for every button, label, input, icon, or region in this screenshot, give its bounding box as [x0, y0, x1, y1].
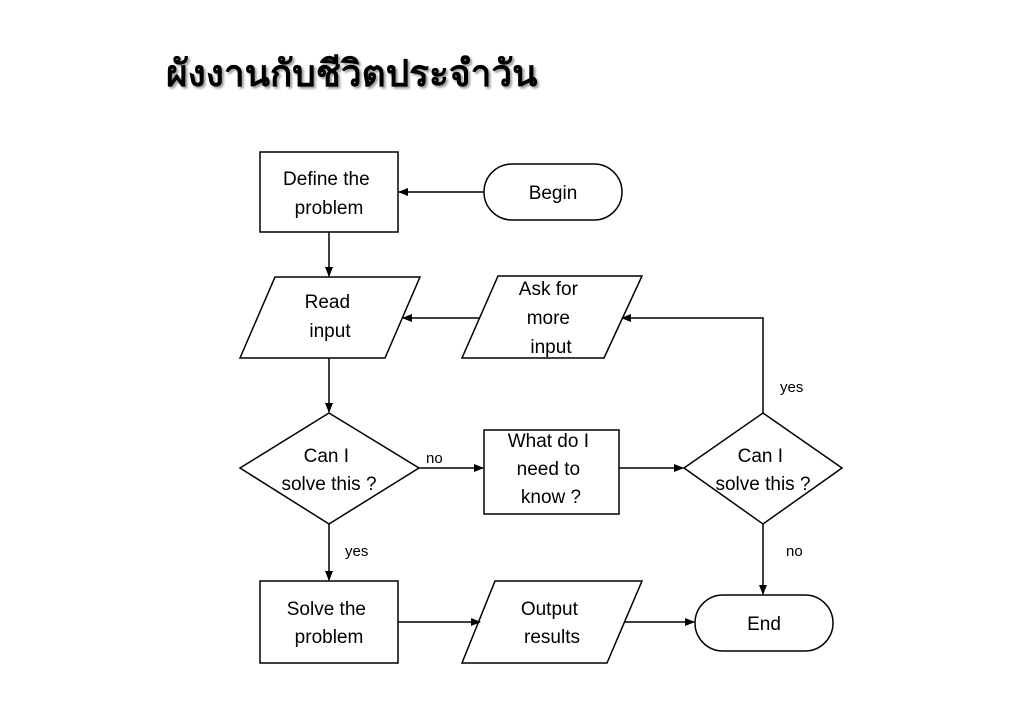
read-input-parallelogram: [238, 276, 422, 359]
ask-more-input-label: Ask for more input: [519, 279, 583, 358]
decision1-line-1: Can I: [304, 446, 349, 467]
read-line-1: Read: [305, 292, 350, 313]
read-input-label: Read input: [305, 292, 356, 342]
define-problem-box: [259, 151, 399, 233]
arrow-decision2-yes: [621, 314, 764, 413]
ask-line-2: more: [527, 308, 570, 329]
decision-2-label: Can I solve this ?: [715, 446, 810, 495]
know-line-3: know ?: [521, 487, 581, 508]
decision1-yes-label: yes: [345, 543, 368, 560]
what-do-i-need-box: [483, 429, 620, 515]
ask-more-input-parallelogram: [460, 275, 644, 359]
output-line-2: results: [524, 627, 580, 648]
output-results-parallelogram: [460, 580, 644, 664]
output-line-1: Output: [521, 599, 579, 620]
decision-1-diamond: [238, 412, 421, 525]
define-line-1: Define the: [283, 169, 370, 190]
end-label: End: [747, 614, 781, 635]
decision1-line-2: solve this ?: [281, 474, 376, 495]
decision2-yes-label: yes: [780, 379, 803, 396]
solve-line-1: Solve the: [287, 599, 366, 620]
decision2-line-1: Can I: [738, 446, 783, 467]
page-title: ผังงานกับชีวิตประจำวัน: [166, 51, 538, 95]
decision-1-label: Can I solve this ?: [281, 446, 376, 495]
know-line-1: What do I: [508, 431, 589, 452]
solve-line-2: problem: [295, 627, 364, 648]
solve-problem-label: Solve the problem: [287, 599, 372, 648]
solve-problem-box: [259, 580, 399, 664]
know-line-2: need to: [517, 459, 580, 480]
decision2-no-label: no: [786, 543, 803, 560]
what-do-i-need-label: What do I need to know ?: [508, 431, 595, 508]
end-terminal: [694, 594, 834, 652]
decision2-line-2: solve this ?: [715, 474, 810, 495]
define-line-2: problem: [295, 198, 364, 219]
output-results-label: Output results: [521, 599, 583, 648]
decision-2-diamond: [682, 412, 844, 525]
read-line-2: input: [309, 321, 351, 342]
decision1-no-label: no: [426, 450, 443, 467]
begin-label: Begin: [529, 183, 578, 204]
ask-line-1: Ask for: [519, 279, 579, 300]
ask-line-3: input: [530, 337, 572, 358]
define-problem-label: Define the problem: [283, 169, 375, 219]
